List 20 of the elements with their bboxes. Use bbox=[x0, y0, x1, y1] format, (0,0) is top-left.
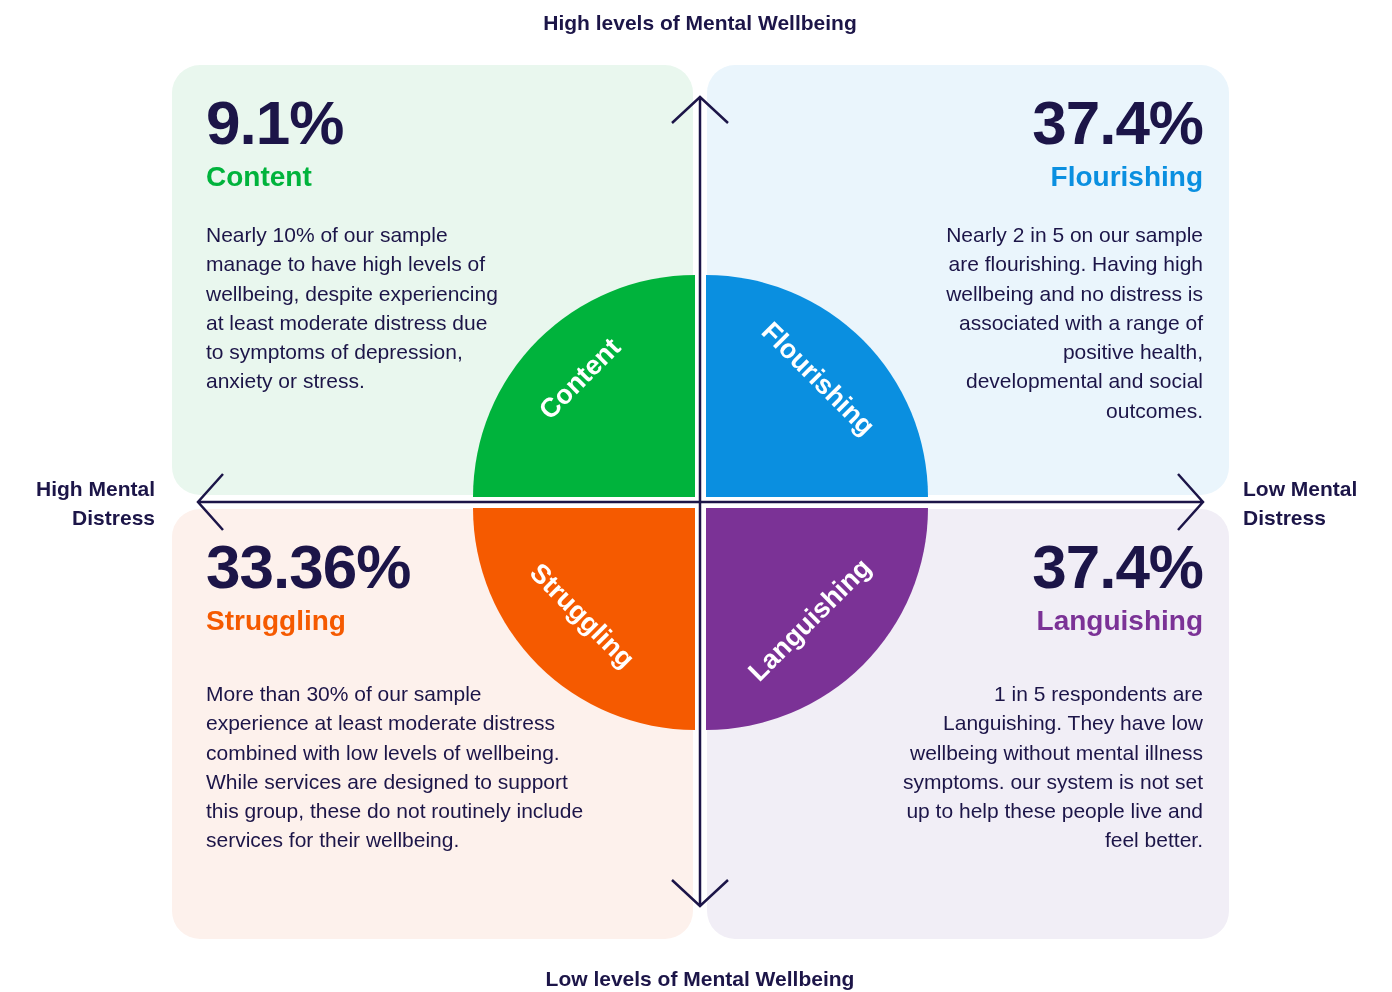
description-text: 1 in 5 respondents are Languishing. They have low wellbeing without mental illness symptoms. our system is not set up to help these people live and feel better. bbox=[903, 681, 1203, 854]
percentage-value: 37.4% bbox=[1032, 87, 1203, 158]
category-heading: Flourishing bbox=[1050, 161, 1203, 193]
axis-label: Low Mental Distress bbox=[1243, 476, 1359, 531]
description-text: Nearly 10% of our sample manage to have high levels of wellbeing, despite experiencing at least moderate distress due to symptoms of depression, anxiety or stress. bbox=[206, 222, 499, 395]
percentage-value: 37.4% bbox=[1032, 531, 1203, 602]
quadrant-card bbox=[707, 509, 1229, 939]
description-text: Nearly 2 in 5 on our sample are flourishing. Having high wellbeing and no distress is associated with a range of positive health, developmental and social outcomes. bbox=[945, 222, 1203, 424]
percentage-value: 33.36% bbox=[206, 531, 411, 602]
category-heading: Struggling bbox=[206, 605, 346, 637]
axis-label: High levels of Mental Wellbeing bbox=[542, 10, 858, 36]
axis-label: High Mental Distress bbox=[35, 476, 155, 531]
percentage-value: 9.1% bbox=[206, 87, 344, 158]
quadrant-card bbox=[172, 509, 693, 939]
quadrant-card bbox=[707, 65, 1229, 495]
description-text: More than 30% of our sample experience at least moderate distress combined with low levels of wellbeing. While services are designed to support this group, these do not routinely include services for their wellbeing. bbox=[206, 681, 584, 854]
category-heading: Languishing bbox=[1036, 605, 1203, 637]
quadrant-card bbox=[172, 65, 693, 495]
category-heading: Content bbox=[206, 161, 312, 193]
axis-label: Low levels of Mental Wellbeing bbox=[544, 966, 856, 992]
